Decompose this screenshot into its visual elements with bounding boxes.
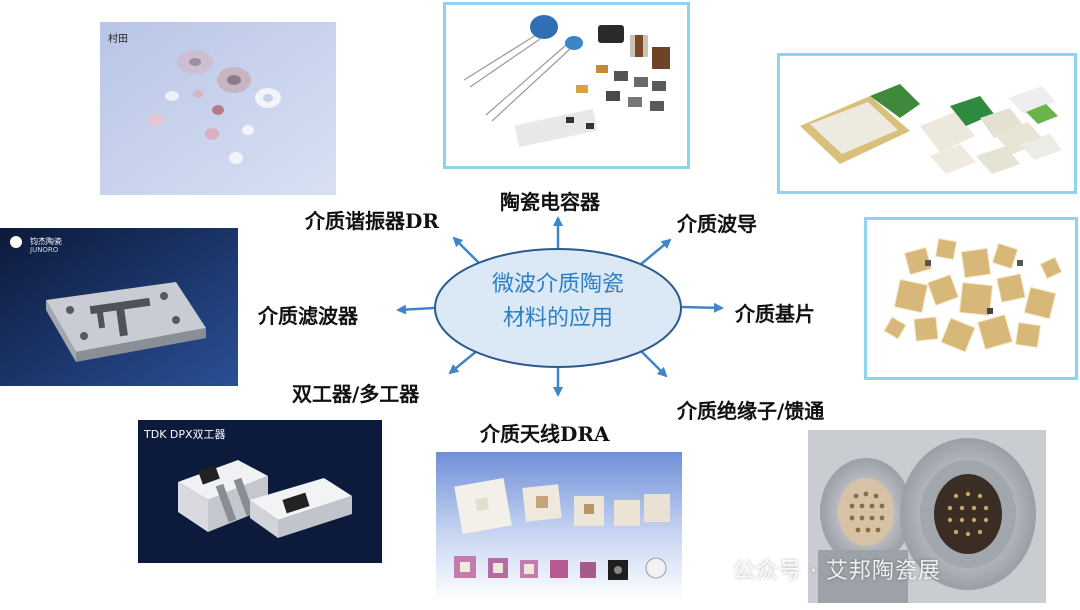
arrow-insulator	[639, 349, 668, 378]
label-capacitor: 陶瓷电容器	[500, 190, 600, 214]
arrow-filter	[396, 304, 435, 315]
center-title: 微波介质陶瓷 材料的应用	[436, 268, 680, 336]
caption-murata: 村田	[108, 34, 128, 45]
label-waveguide: 介质波导	[677, 212, 757, 236]
photo-dielectric-waveguides	[777, 53, 1077, 194]
center-title-line2: 材料的应用	[502, 306, 613, 331]
center-title-line1: 微波介质陶瓷	[491, 272, 624, 297]
photo-dielectric-substrates	[864, 217, 1078, 380]
caption-junoro-cn: 钧杰陶瓷	[30, 237, 62, 246]
wechat-icon	[719, 554, 747, 575]
photo-ceramic-capacitors	[443, 2, 690, 169]
label-insulator: 介质绝缘子/馈通	[677, 399, 825, 423]
watermark: 公众号 · 艾邦陶瓷展	[733, 559, 941, 584]
photo-tdk-duplexer: TDK DPX双工器	[138, 420, 382, 563]
arrow-duplexer	[448, 349, 479, 375]
arrow-resonator	[452, 236, 483, 267]
label-duplexer: 双工器/多工器	[292, 382, 420, 406]
photo-feedthrough-connectors	[808, 430, 1046, 603]
label-filter: 介质滤波器	[258, 304, 358, 328]
photo-dielectric-filter: 钧杰陶瓷 JUNORO	[0, 228, 238, 386]
arrow-substrate	[681, 302, 724, 313]
arrow-waveguide	[639, 238, 672, 266]
photo-murata-resonators: 村田	[100, 22, 336, 195]
caption-tdk: TDK DPX双工器	[144, 428, 226, 441]
center-ellipse	[434, 248, 682, 368]
label-substrate: 介质基片	[735, 302, 815, 326]
caption-junoro-en: JUNORO	[30, 246, 59, 254]
photo-dielectric-antennas	[436, 452, 682, 602]
label-antenna: 介质天线DRA	[480, 422, 610, 446]
label-resonator: 介质谐振器DR	[305, 209, 439, 233]
